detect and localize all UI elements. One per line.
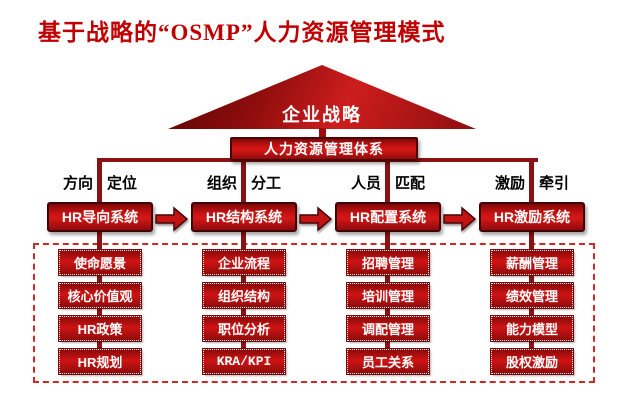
- detail-box: 员工关系: [347, 349, 429, 374]
- pyramid-to-bar-connector: [319, 128, 326, 139]
- detail-box: 调配管理: [347, 316, 429, 341]
- column-header-organization: 组织 分工: [189, 172, 299, 193]
- column-header-text: 定位: [107, 175, 138, 192]
- column-header-text: 方向: [62, 175, 93, 192]
- detail-box: 企业流程: [203, 250, 285, 275]
- flow-arrow-icon: [443, 206, 477, 232]
- detail-box: 职位分析: [203, 316, 285, 341]
- column-header-text: 人员: [350, 175, 381, 192]
- detail-box: 薪酬管理: [491, 250, 573, 275]
- detail-box: 使命愿景: [59, 250, 141, 275]
- detail-box: 绩效管理: [491, 283, 573, 308]
- system-box-incentive: HR激励系统: [479, 202, 585, 232]
- column-header-incentive: 激励 牵引: [477, 172, 587, 193]
- column-header-text: 分工: [251, 175, 282, 192]
- hr-system-bar: 人力资源管理体系: [230, 137, 418, 161]
- system-box-structure: HR结构系统: [191, 202, 297, 232]
- column-header-text: 牵引: [539, 175, 570, 192]
- system-box-guidance: HR导向系统: [47, 202, 153, 232]
- detail-box: HR政策: [59, 316, 141, 341]
- detail-area-dashed-frame: [33, 243, 595, 383]
- column-header-direction: 方向 定位: [45, 172, 155, 193]
- detail-box: 招聘管理: [347, 250, 429, 275]
- detail-box: KRA/KPI: [203, 349, 285, 374]
- column-header-people: 人员 匹配: [333, 172, 443, 193]
- column-header-text: 组织: [206, 175, 237, 192]
- flow-arrow-icon: [155, 206, 189, 232]
- detail-box: 股权激励: [491, 349, 573, 374]
- detail-box: 核心价值观: [59, 283, 141, 308]
- detail-box: HR规划: [59, 349, 141, 374]
- system-box-allocation: HR配置系统: [335, 202, 441, 232]
- column-header-text: 匹配: [395, 175, 426, 192]
- flow-arrow-icon: [299, 206, 333, 232]
- detail-box: 能力模型: [491, 316, 573, 341]
- detail-box: 培训管理: [347, 283, 429, 308]
- detail-box: 组织结构: [203, 283, 285, 308]
- column-header-text: 激励: [494, 175, 525, 192]
- strategy-pyramid-label: 企业战略: [282, 105, 362, 125]
- slide-title: 基于战略的“OSMP”人力资源管理模式: [38, 20, 446, 45]
